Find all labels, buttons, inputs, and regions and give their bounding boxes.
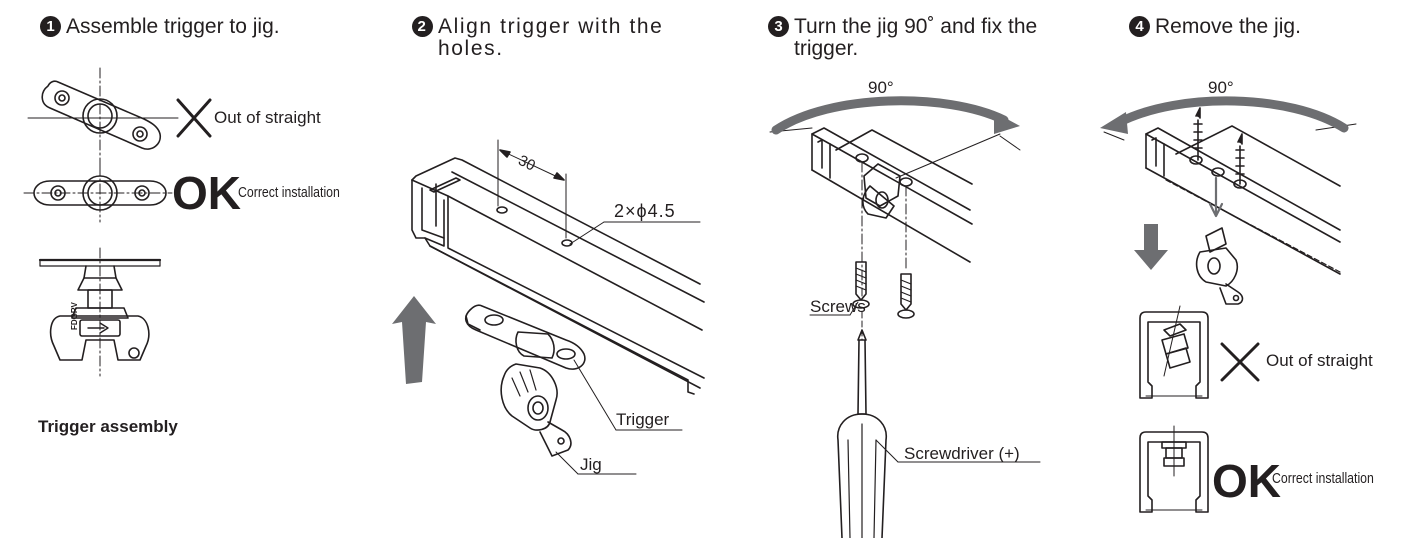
rail-section-good-drawing: [1139, 425, 1209, 513]
step-3-number: 3: [768, 16, 789, 37]
trigger-label: Trigger: [616, 410, 670, 429]
step4-ok-mark: OK: [1212, 455, 1281, 507]
step4-angle-label: 90°: [1208, 78, 1234, 97]
jig-label: Jig: [580, 455, 602, 474]
rail-step4-drawing: [1145, 107, 1341, 305]
rail-section-bad-drawing: [1139, 305, 1209, 399]
screw-right-drawing: [897, 273, 915, 319]
turn-90-arc-right: [769, 96, 1021, 151]
trigger-straight-drawing: [23, 165, 173, 223]
jig-marking-text: FDGRV: [70, 302, 79, 330]
trigger-assembly-drawing: [38, 247, 162, 377]
down-arrow-icon: [1134, 224, 1168, 270]
screw-left-drawing: [852, 261, 870, 309]
rail-with-holes-drawing: [411, 139, 705, 395]
step-1-heading: 1 Assemble trigger to jig.: [40, 16, 340, 38]
step-2-heading: 2 Align trigger with the holes.: [412, 16, 718, 60]
trigger-tilted-drawing: [27, 67, 179, 171]
holes-label: 2×ϕ4.5: [614, 201, 676, 221]
step1-good-label: Correct installation: [238, 184, 340, 201]
cross-mark-icon: [176, 98, 212, 138]
step1-bad-label: Out of straight: [214, 108, 321, 127]
step-4-heading: 4 Remove the jig.: [1129, 16, 1389, 38]
trigger-assembly-caption: Trigger assembly: [38, 417, 178, 436]
step-1-text: Assemble trigger to jig.: [66, 15, 280, 38]
step-4-text: Remove the jig.: [1155, 15, 1301, 38]
step-3-heading: 3 Turn the jig 90˚ and fix the trigger.: [768, 16, 1073, 60]
step-4-number: 4: [1129, 16, 1150, 37]
step4-bad-label: Out of straight: [1266, 351, 1373, 370]
step-2-number: 2: [412, 16, 433, 37]
turn-90-arc-left: [1100, 96, 1357, 141]
step4-good-label: Correct installation: [1272, 470, 1374, 487]
step-3-text: Turn the jig 90˚ and fix the trigger.: [794, 15, 1038, 60]
step-2-text: Align trigger with the holes.: [438, 15, 664, 60]
screwdriver-drawing: [837, 311, 1041, 538]
up-arrow-icon: [392, 296, 436, 384]
rail-step3-drawing: [811, 127, 1001, 297]
step1-ok-mark: OK: [172, 167, 241, 219]
screwdriver-label: Screwdriver (+): [904, 444, 1020, 463]
step3-angle-label: 90°: [868, 78, 894, 97]
jig-and-trigger-drawing: [464, 304, 683, 475]
step-1-number: 1: [40, 16, 61, 37]
cross-mark-icon-2: [1220, 342, 1260, 382]
screws-label: Screws: [810, 297, 866, 316]
